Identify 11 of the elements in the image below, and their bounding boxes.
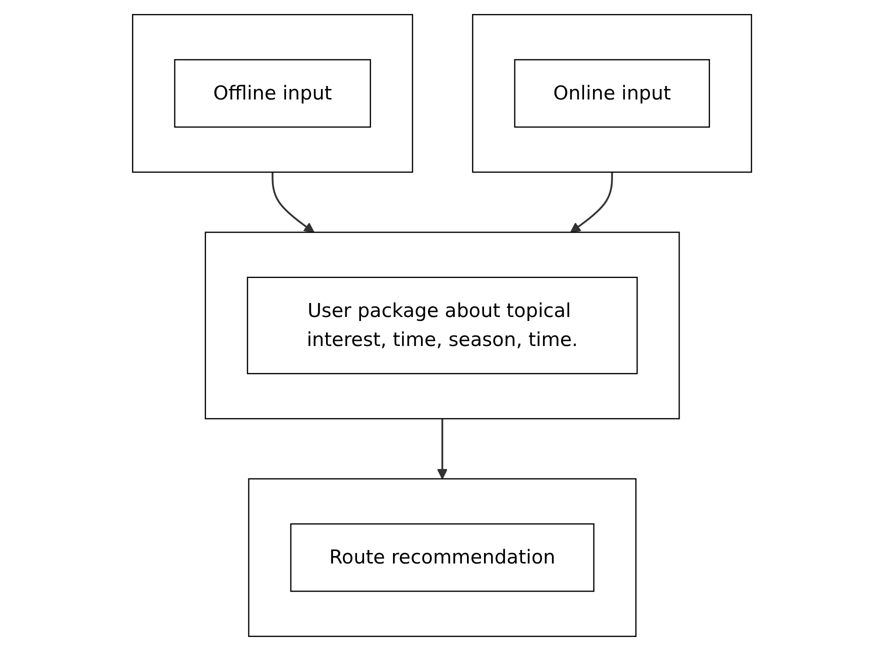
cluster [132, 14, 414, 173]
node-box: Offline input [174, 59, 372, 128]
node-box: Route recommendation [290, 523, 595, 592]
node-box: Online input [514, 59, 710, 128]
cluster [472, 14, 753, 173]
arrow [570, 172, 614, 233]
cluster [205, 232, 680, 420]
node-box: User package about topical interest, time, season, time. [247, 276, 638, 374]
arrow [272, 172, 315, 233]
arrow [437, 418, 448, 480]
cluster [248, 478, 637, 637]
